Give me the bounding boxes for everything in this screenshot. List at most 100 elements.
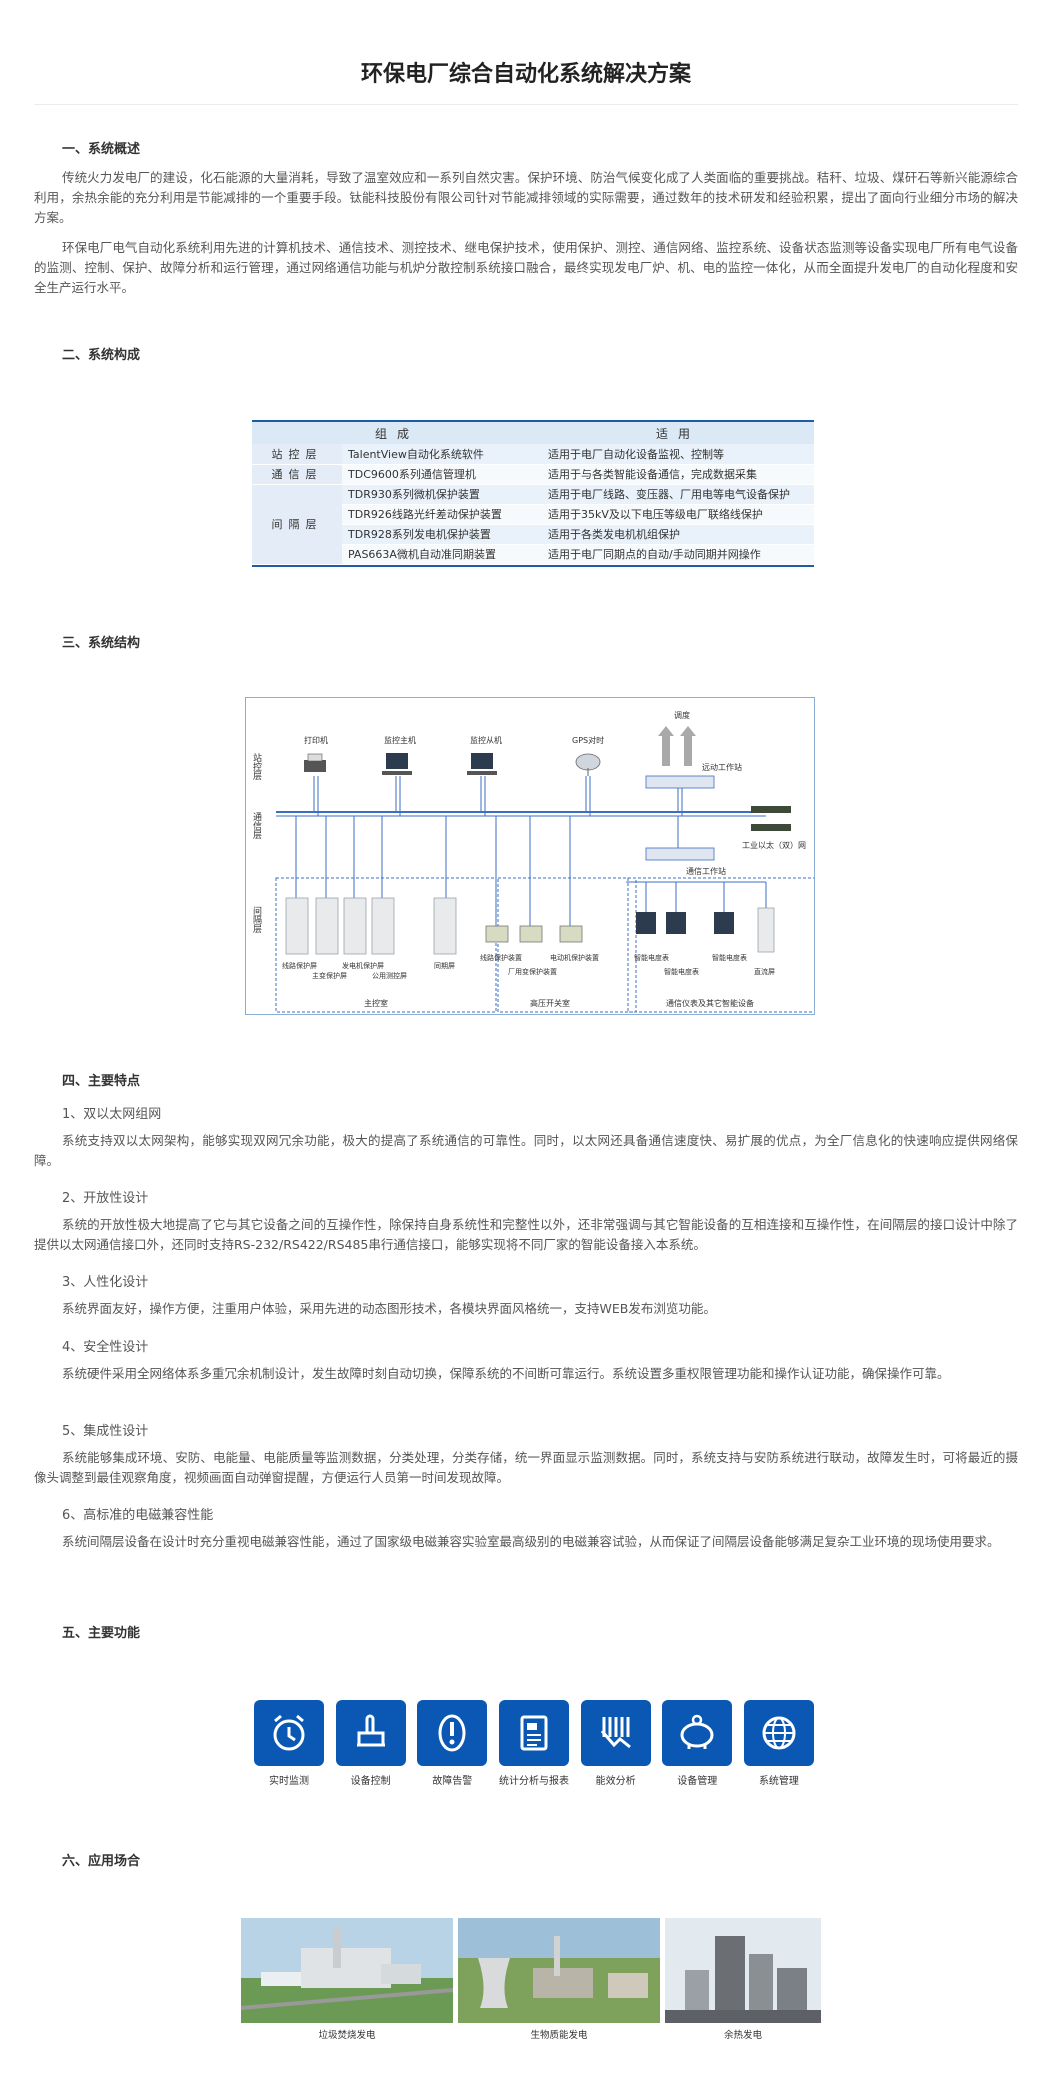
function-label: 故障告警 [432, 1776, 473, 1787]
table-cell-name: TDR926线路光纤差动保护装置 [342, 504, 542, 525]
meter-unit-label: 智能电度表 [712, 953, 747, 962]
feature-text: 系统硬件采用全网络体系多重冗余机制设计，发生故障时刻自动切换，保障系统的不间断可… [62, 1366, 950, 1381]
table-row: PAS663A微机自动准同期装置 适用于电厂同期点的自动/手动同期并网操作 [252, 544, 814, 565]
title-divider [34, 104, 1018, 105]
remote-workstation [645, 775, 715, 789]
function-item: 设备控制 [335, 1700, 406, 1790]
station-device-label: GPS对时 [572, 735, 604, 745]
satellite-dish-icon [575, 753, 601, 776]
feature-title: 4、安全性设计 [62, 1340, 149, 1355]
feature-text: 系统能够集成环境、安防、电能量、电能质量等监测数据，分类处理，分类存储，统一界面… [34, 1450, 1018, 1485]
alert-icon [438, 1714, 466, 1752]
meter-room [627, 877, 819, 1013]
feature-title: 5、集成性设计 [62, 1424, 149, 1439]
function-item: 故障告警 [417, 1700, 488, 1790]
comm-ws-label: 通信工作站 [686, 866, 726, 876]
main-unit-label: 同期屏 [434, 962, 455, 970]
table-row: TDR928系列发电机保护装置 适用于各类发电机机组保护 [252, 524, 814, 545]
hv-switch-room [497, 877, 637, 1013]
main-unit-label: 公用测控屏 [372, 971, 407, 980]
meter-room-label: 通信仪表及其它智能设备 [666, 998, 754, 1008]
section-heading-overview: 一、系统概述 [62, 142, 141, 157]
monitor-icon [382, 753, 412, 775]
globe-icon [762, 1716, 796, 1750]
function-label: 系统管理 [758, 1776, 799, 1787]
meter-device [714, 912, 734, 934]
remote-ws-label: 远动工作站 [702, 762, 742, 772]
hv-room-label: 高压开关室 [530, 998, 570, 1008]
table-cell-name: PAS663A微机自动准同期装置 [342, 544, 542, 565]
table-row: 间隔层 TDR930系列微机保护装置 适用于电厂线路、变压器、厂用电等电气设备保… [252, 484, 814, 565]
section-heading-applications: 六、应用场合 [62, 1854, 141, 1869]
relay-device [519, 925, 543, 943]
station-device-label: 打印机 [304, 735, 328, 745]
table-header-composition: 组成 [252, 422, 542, 444]
feature-title: 6、高标准的电磁兼容性能 [62, 1508, 214, 1523]
ethernet-label: 工业以太（双）网 [742, 840, 806, 850]
table-cell-name: TDR930系列微机保护装置 [342, 484, 542, 505]
table-cell-usage: 适用于各类发电机机组保护 [542, 524, 814, 545]
switch-icon [751, 806, 791, 813]
cabinet [343, 897, 367, 955]
hv-unit-label: 电动机保护装置 [550, 953, 599, 962]
hv-unit-label: 线路保护装置 [480, 953, 522, 962]
feature-text: 系统间隔层设备在设计时充分重视电磁兼容性能，通过了国家级电磁兼容实验室最高级别的… [62, 1534, 1000, 1549]
section-heading-composition: 二、系统构成 [62, 348, 141, 363]
hv-unit-label: 厂用变保护装置 [508, 967, 557, 976]
layer-label-station: 站控层 [251, 752, 262, 781]
cabinet [433, 897, 457, 955]
application-label: 生物质能发电 [530, 2030, 588, 2041]
printer-icon [304, 753, 326, 772]
section-heading-structure: 三、系统结构 [62, 636, 141, 651]
piggy-bank-icon [680, 1714, 714, 1749]
table-row: 站控层 TalentView自动化系统软件 适用于电厂自动化设备监视、控制等 [252, 444, 814, 465]
hand-control-icon [356, 1714, 385, 1747]
meter-device [636, 912, 656, 934]
biomass-plant-image [458, 1918, 660, 2023]
overview-paragraph-2: 环保电厂电气自动化系统利用先进的计算机技术、通信技术、测控技术、继电保护技术，使… [34, 240, 1018, 295]
switch-icon [751, 824, 791, 831]
table-cell-name: TDC9600系列通信管理机 [342, 464, 542, 485]
system-structure-diagram: 站控层 通信层 间隔层 打印机 监控主机 监控从机 GPS对时 调度 [245, 697, 819, 1015]
station-device-label: 监控主机 [384, 735, 416, 745]
function-label: 设备管理 [677, 1776, 718, 1787]
feature-title: 1、双以太网组网 [62, 1107, 162, 1122]
overview-paragraph-1: 传统火力发电厂的建设，化石能源的大量消耗，导致了温室效应和一系列自然灾害。保护环… [34, 170, 1018, 225]
application-gallery: 垃圾焚烧发电 生物质能发电 [241, 1918, 821, 2043]
alarm-clock-icon [273, 1714, 305, 1751]
cabinet [315, 897, 339, 955]
application-item: 垃圾焚烧发电 [241, 1918, 453, 2043]
function-label: 能效分析 [595, 1776, 636, 1787]
function-item: 系统管理 [743, 1700, 814, 1790]
feature-text: 系统界面友好，操作方便，注重用户体验，采用先进的动态图形技术，各模块界面风格统一… [62, 1301, 716, 1316]
composition-table: 组成 适用 站控层 TalentView自动化系统软件 适用于电厂自动化设备监视… [252, 420, 814, 567]
table-cell-usage: 适用于35kV及以下电压等级电厂联络线保护 [542, 504, 814, 525]
application-label: 余热发电 [723, 2030, 762, 2041]
upload-arrow-icon [658, 726, 696, 766]
monitor-icon [467, 753, 497, 775]
comm-workstation [645, 847, 715, 861]
function-item: 统计分析与报表 [498, 1700, 569, 1790]
table-cell-layer: 通信层 [252, 464, 342, 485]
main-unit-label: 发电机保护屏 [342, 961, 384, 970]
station-device-label: 监控从机 [470, 735, 502, 745]
waste-heat-plant-image [665, 1918, 821, 2023]
meter-unit-label: 直流屏 [754, 967, 775, 976]
main-unit-label: 主变保护屏 [312, 971, 347, 980]
main-room-label: 主控室 [364, 998, 388, 1008]
function-label: 设备控制 [350, 1776, 391, 1787]
table-cell-layer: 间隔层 [252, 484, 342, 565]
function-list: 实时监测 设备控制 故障告警 统计分析与报表 能效分析 设备管理 系统管理 [254, 1700, 814, 1790]
table-cell-usage: 适用于电厂线路、变压器、厂用电等电气设备保护 [542, 484, 814, 505]
table-cell-name: TalentView自动化系统软件 [342, 444, 542, 465]
relay-device [485, 925, 509, 943]
feature-title: 3、人性化设计 [62, 1275, 149, 1290]
table-row: TDR926线路光纤差动保护装置 适用于35kV及以下电压等级电厂联络线保护 [252, 504, 814, 525]
page-title: 环保电厂综合自动化系统解决方案 [360, 62, 691, 87]
application-label: 垃圾焚烧发电 [318, 2030, 376, 2041]
table-cell-usage: 适用于电厂自动化设备监视、控制等 [542, 444, 814, 465]
table-row: 通信层 TDC9600系列通信管理机 适用于与各类智能设备通信，完成数据采集 [252, 464, 814, 485]
table-cell-name: TDR928系列发电机保护装置 [342, 524, 542, 545]
table-header-usage: 适用 [542, 422, 814, 444]
